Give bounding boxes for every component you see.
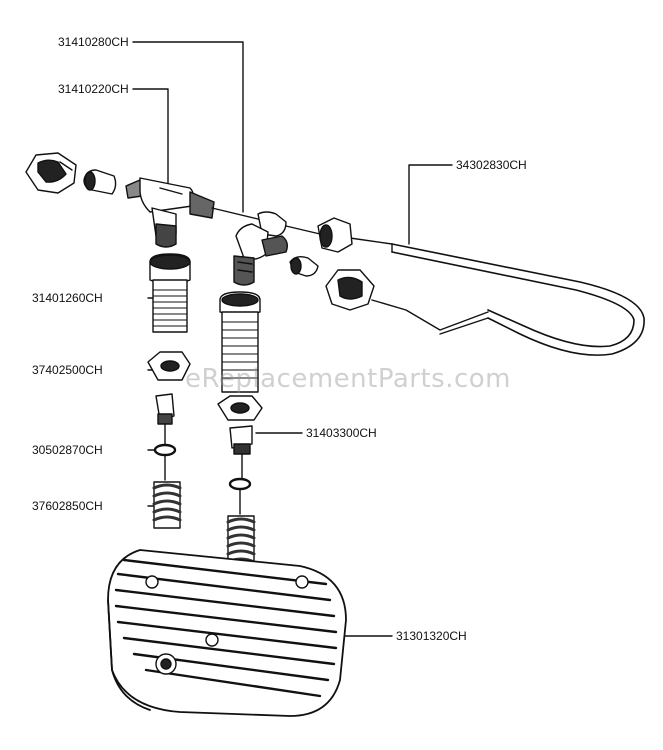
label-31403300[interactable]: 31403300CH [306,426,377,440]
nut-right-lower [325,269,375,311]
tee-fitting [125,177,215,248]
washer-center [217,395,263,421]
valve-left [155,393,175,445]
fitting-body-left [149,253,191,333]
nut-top-left [25,152,77,194]
cylinder-head [107,549,347,717]
label-34302830[interactable]: 34302830CH [456,158,527,172]
sleeve-left [83,169,117,195]
oring-center [228,477,252,515]
label-31301320[interactable]: 31301320CH [396,629,467,643]
label-37602850[interactable]: 37602850CH [32,499,103,513]
leader-lines [132,41,453,637]
tube-loop [371,243,645,356]
oring-left [153,443,177,481]
spring-left [152,481,182,529]
elbow-fitting [233,211,289,286]
washer-left [147,351,191,381]
valve-center [229,425,253,479]
watermark: eReplacementParts.com [185,364,512,394]
label-37402500[interactable]: 37402500CH [32,363,103,377]
sleeve-right [289,255,319,277]
nut-right-top [317,217,353,253]
label-31410220[interactable]: 31410220CH [58,82,129,96]
label-31401260[interactable]: 31401260CH [32,291,103,305]
fitting-body-center [219,291,261,393]
label-30502870[interactable]: 30502870CH [32,443,103,457]
label-31410280[interactable]: 31410280CH [58,35,129,49]
